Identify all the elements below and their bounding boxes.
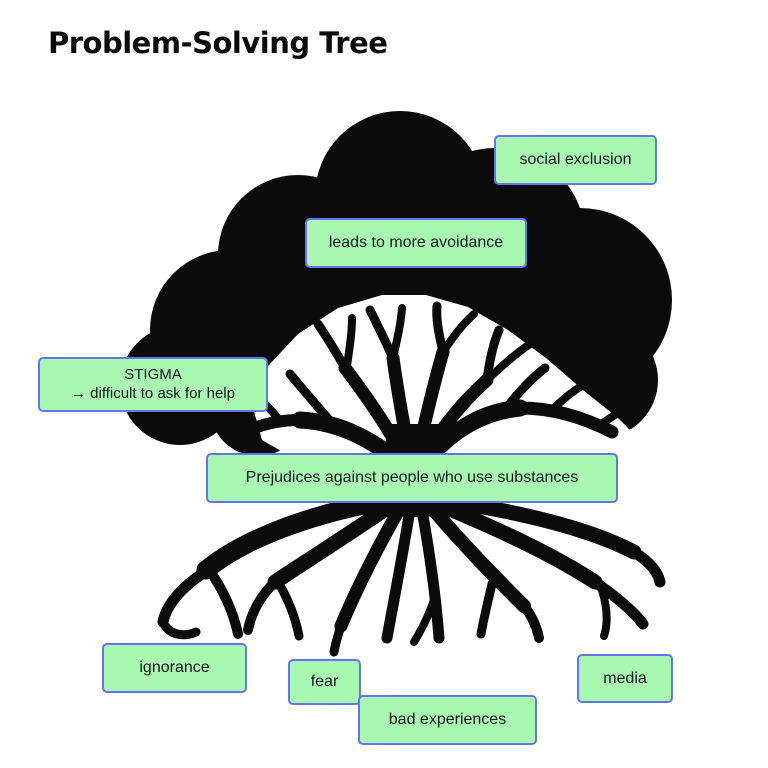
label-bad-experiences[interactable]: bad experiences bbox=[358, 695, 537, 745]
label-media[interactable]: media bbox=[577, 654, 673, 703]
label-ignorance[interactable]: ignorance bbox=[102, 643, 247, 693]
label-prejudices[interactable]: Prejudices against people who use substa… bbox=[206, 453, 618, 503]
page-title: Problem-Solving Tree bbox=[48, 26, 388, 60]
label-fear[interactable]: fear bbox=[288, 659, 361, 705]
label-text: fear bbox=[310, 673, 339, 690]
label-text: leads to more avoidance bbox=[328, 234, 504, 251]
label-stigma[interactable]: STIGMA → difficult to ask for help bbox=[38, 357, 268, 412]
label-text: ignorance bbox=[139, 659, 210, 676]
label-text-line2: → difficult to ask for help bbox=[71, 384, 235, 402]
label-text-line1: STIGMA bbox=[124, 365, 182, 383]
label-text: Prejudices against people who use substa… bbox=[245, 469, 579, 486]
tree-roots bbox=[157, 492, 666, 657]
label-leads-to-more-avoidance[interactable]: leads to more avoidance bbox=[305, 218, 527, 268]
label-text: social exclusion bbox=[519, 151, 632, 168]
label-text: bad experiences bbox=[388, 711, 507, 728]
label-text: media bbox=[603, 669, 647, 687]
label-social-exclusion[interactable]: social exclusion bbox=[494, 135, 657, 185]
